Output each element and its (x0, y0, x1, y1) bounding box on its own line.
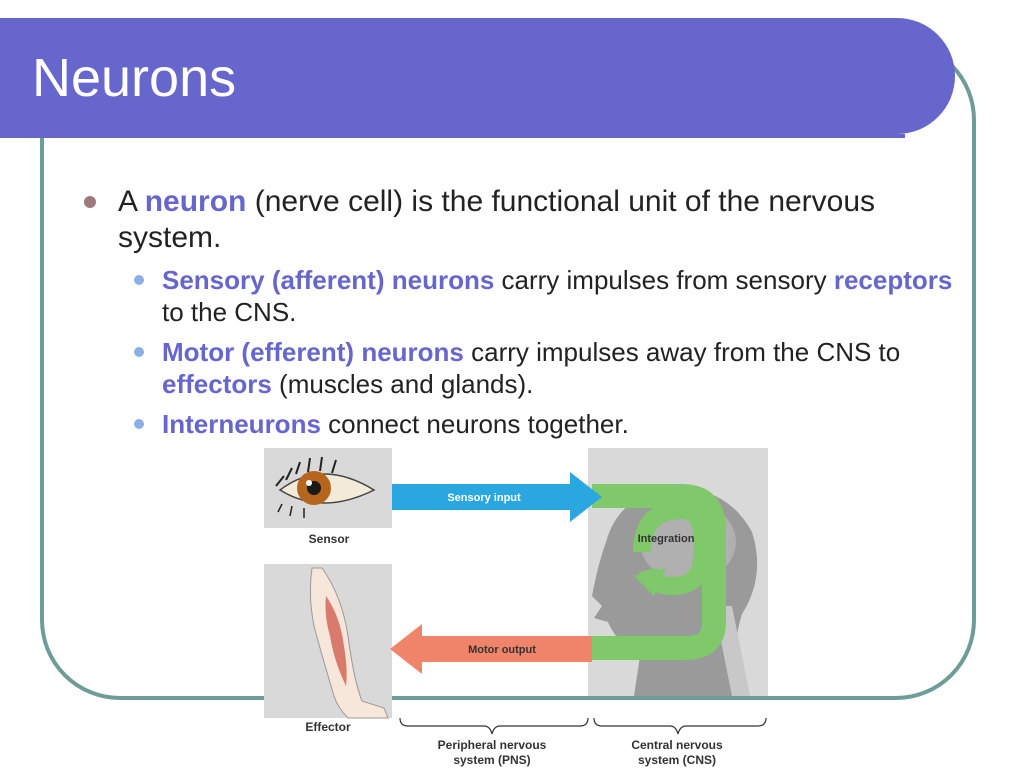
pns-brace-icon (399, 717, 589, 735)
integration-label: Integration (638, 533, 695, 545)
motor-output-label: Motor output (468, 644, 536, 656)
eye-sensor-image (264, 448, 392, 528)
bullet-main-term: neuron (144, 185, 247, 218)
sub-bullet-term: Sensory (afferent) neurons (162, 265, 495, 295)
sub-bullet-term2: receptors (833, 265, 953, 295)
bullet-main: A neuron (nerve cell) is the functional … (80, 184, 960, 256)
pns-label: Peripheral nervous system (PNS) (412, 738, 572, 768)
sub-bullet-text-end: (muscles and glands). (271, 369, 534, 399)
sub-bullet-dot-icon (134, 419, 144, 429)
slide-frame (40, 40, 976, 700)
slide-title: Neurons (32, 48, 237, 108)
sensory-input-label: Sensory input (447, 492, 521, 504)
sensory-input-arrow (392, 472, 602, 522)
bullet-list: A neuron (nerve cell) is the functional … (80, 184, 960, 440)
title-bar (0, 18, 955, 134)
leg-effector-image (264, 564, 392, 719)
sub-bullet-text: connect neurons together. (320, 409, 629, 439)
motor-output-arrow (390, 624, 592, 674)
sub-bullet-motor: Motor (efferent) neurons carry impulses … (80, 336, 960, 400)
sub-bullet-term: Motor (efferent) neurons (162, 337, 464, 367)
cns-label-line2: system (CNS) (637, 753, 717, 767)
sub-bullet-text: carry impulses away from the CNS to (463, 337, 901, 367)
cns-label-line1: Central nervous (631, 738, 723, 752)
bullet-main-pre: A (118, 185, 145, 218)
cns-brace-icon (593, 717, 767, 735)
sensor-label: Sensor (308, 532, 350, 546)
cns-label: Central nervous system (CNS) (602, 738, 752, 768)
diagram-svg: Integration Sensory input Motor output (264, 448, 768, 735)
effector-label: Effector (305, 720, 351, 734)
bullet-main-post: (nerve cell) is the functional unit of t… (118, 185, 876, 254)
title-underline (0, 134, 905, 138)
sub-bullet-term: Interneurons (162, 409, 321, 439)
sub-bullet-term2: effectors (162, 369, 272, 399)
sub-bullet-text-end: to the CNS. (162, 297, 297, 327)
sub-bullet-text: carry impulses from sensory (494, 265, 834, 295)
sub-bullet-interneurons: Interneurons connect neurons together. (80, 408, 960, 440)
bullet-dot-icon (84, 196, 96, 208)
pns-label-line2: system (PNS) (453, 753, 531, 767)
sub-bullet-dot-icon (134, 347, 144, 357)
sub-bullet-dot-icon (134, 275, 144, 285)
integration-loop-arrow (592, 484, 726, 660)
pns-label-line1: Peripheral nervous (437, 738, 547, 752)
nervous-system-diagram: Integration Sensory input Motor output S… (262, 446, 770, 768)
sub-bullet-sensory: Sensory (afferent) neurons carry impulse… (80, 264, 960, 328)
